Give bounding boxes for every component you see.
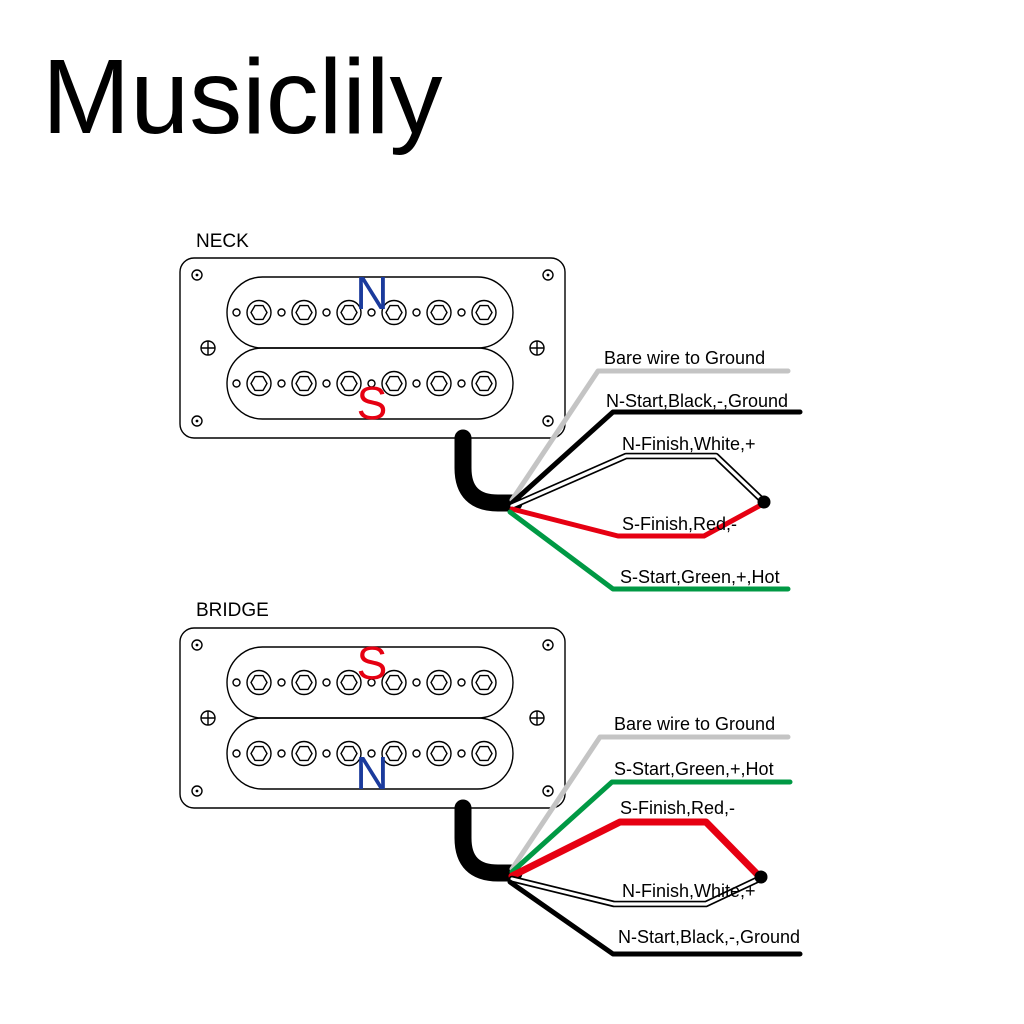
neck-wire-label-black: N-Start,Black,-,Ground <box>606 391 788 411</box>
bridge-wire-label-red: S-Finish,Red,- <box>620 798 735 818</box>
bridge-bottom-magnet-letter: N <box>355 747 388 799</box>
bridge-wire-label-green: S-Start,Green,+,Hot <box>614 759 774 779</box>
bridge-wire-white <box>510 877 761 906</box>
bridge-wire-red <box>508 818 763 880</box>
bridge-wire-label-black: N-Start,Black,-,Ground <box>618 927 800 947</box>
neck-wire-label-bare: Bare wire to Ground <box>604 348 765 368</box>
bridge-label: BRIDGE <box>196 600 269 621</box>
bridge-section: BRIDGE S N Bare wire to Ground S-Start,G… <box>180 600 803 957</box>
bridge-wire-green <box>509 779 793 875</box>
bridge-cable <box>454 799 523 882</box>
neck-wire-red <box>509 502 764 539</box>
bridge-wire-label-white: N-Finish,White,+ <box>622 881 756 901</box>
neck-bottom-magnet-letter: S <box>357 377 388 429</box>
bridge-solder-joint <box>754 870 768 884</box>
bridge-wire-label-bare: Bare wire to Ground <box>614 714 775 734</box>
neck-wire-label-red: S-Finish,Red,- <box>622 514 737 534</box>
neck-wire-black <box>509 409 803 506</box>
neck-top-magnet-letter: N <box>355 267 388 319</box>
bridge-top-magnet-letter: S <box>357 637 388 689</box>
neck-solder-joint <box>757 495 771 509</box>
neck-wire-label-white: N-Finish,White,+ <box>622 434 756 454</box>
neck-label: NECK <box>196 231 249 252</box>
brand-title: Musiclily <box>42 38 442 156</box>
neck-wire-green <box>507 509 791 592</box>
neck-wire-label-green: S-Start,Green,+,Hot <box>620 567 780 587</box>
bridge-wire-black <box>507 879 803 957</box>
neck-cable <box>454 429 523 512</box>
neck-section: NECK N S Bare wire to Ground N-Start,Bla… <box>180 231 803 592</box>
neck-wire-bare <box>509 368 791 503</box>
neck-wire-white <box>510 454 765 508</box>
bridge-wire-bare <box>509 734 791 872</box>
